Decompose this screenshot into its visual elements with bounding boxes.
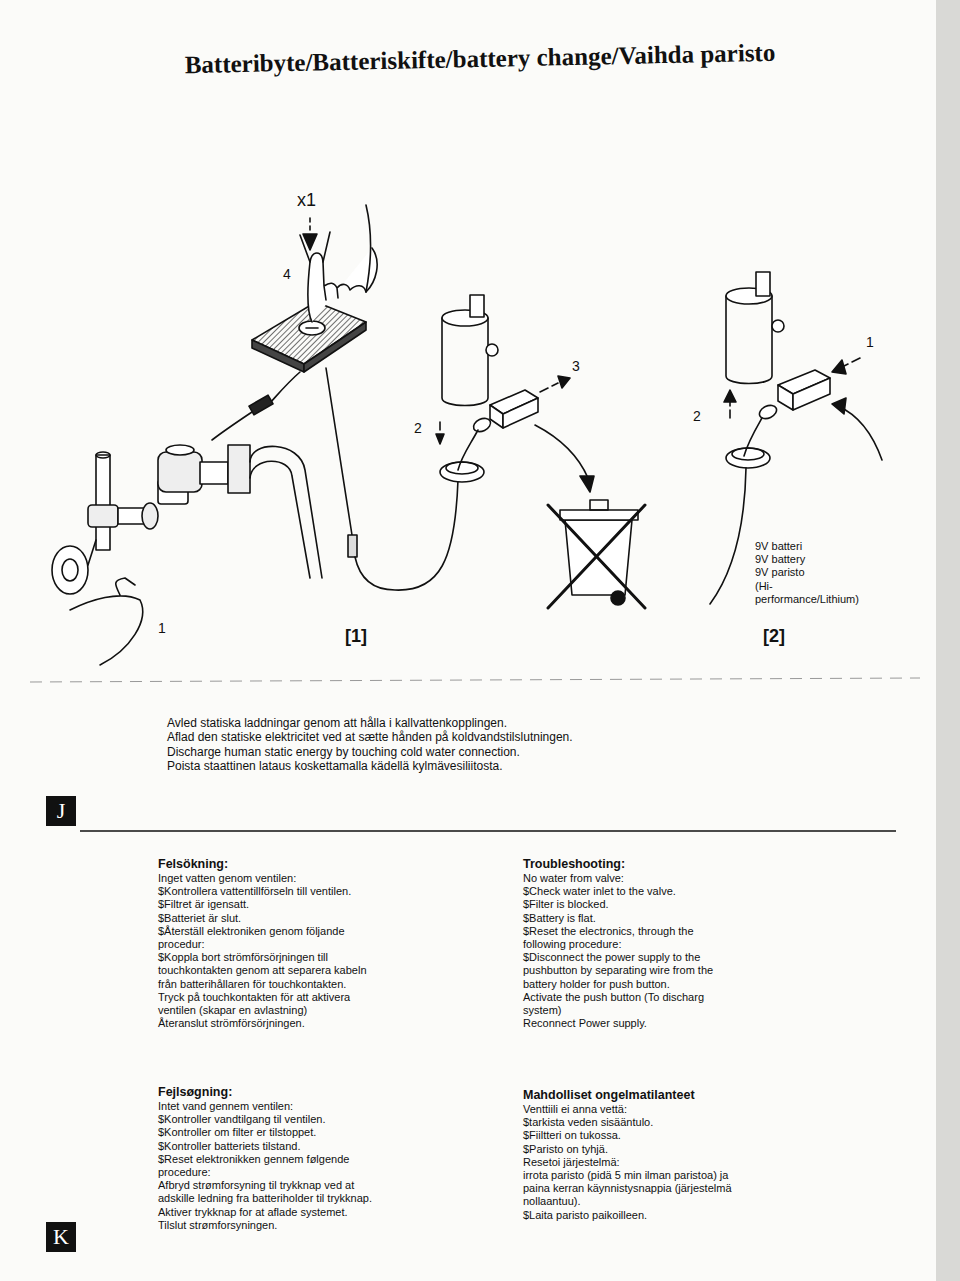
- troubleshooting-text: $Kontroller vandtilgang til ventilen.: [158, 1113, 373, 1126]
- troubleshooting-text: $Reset the electronics, through the foll…: [523, 925, 738, 951]
- troubleshooting-text: irrota paristo (pidä 5 min ilman paristo…: [523, 1169, 738, 1209]
- section-heading: Felsökning:: [158, 857, 373, 872]
- troubleshooting-text: Intet vand gennem ventilen:: [158, 1100, 373, 1113]
- troubleshooting-text: Resetoi järjestelmä:: [523, 1156, 738, 1169]
- troubleshooting-text: Reconnect Power supply.: [523, 1017, 738, 1030]
- section-marker: K: [46, 1222, 76, 1252]
- section-marker: J: [46, 796, 76, 826]
- discharge-note: Poista staattinen lataus koskettamalla k…: [167, 759, 787, 773]
- discharge-note: Aflad den statiske elektricitet ved at s…: [167, 730, 787, 744]
- troubleshooting-text: $Paristo on tyhjä.: [523, 1143, 738, 1156]
- troubleshooting-text: $Koppla bort strömförsörjningen till tou…: [158, 951, 373, 991]
- troubleshooting-text: $Återställ elektroniken genom följande p…: [158, 925, 373, 951]
- troubleshooting-text: No water from valve:: [523, 872, 738, 885]
- callout-number: 2: [414, 420, 422, 437]
- paper: [0, 0, 936, 1281]
- troubleshooting-text: $Filtret är igensatt.: [158, 898, 373, 911]
- troubleshooting-text: Tryck på touchkontakten för att aktivera…: [158, 991, 373, 1017]
- callout-number: 2: [693, 408, 701, 425]
- discharge-note: Avled statiska laddningar genom att håll…: [167, 716, 787, 730]
- troubleshooting-text: $tarkista veden sisääntulo.: [523, 1116, 738, 1129]
- battery-note: 9V battery: [755, 553, 873, 566]
- troubleshooting-text: $Batteriet är slut.: [158, 912, 373, 925]
- callout-number: 1: [866, 334, 874, 351]
- troubleshooting-text: Återanslut strömförsörjningen.: [158, 1017, 373, 1030]
- section-heading: Mahdolliset ongelmatilanteet: [523, 1088, 738, 1103]
- battery-note: (Hi-performance/Lithium): [755, 580, 873, 606]
- troubleshooting-text: Tilslut strømforsyningen.: [158, 1219, 373, 1232]
- troubleshooting-text: Inget vatten genom ventilen:: [158, 872, 373, 885]
- troubleshooting-text: Aktiver trykknap for at aflade systemet.: [158, 1206, 373, 1219]
- troubleshooting-text: $Kontrollera vattentillförseln till vent…: [158, 885, 373, 898]
- troubleshooting-text: $Kontroller batteriets tilstand.: [158, 1140, 373, 1153]
- troubleshooting-text: Activate the push button (To discharg sy…: [523, 991, 738, 1017]
- troubleshooting-text: $Check water inlet to the valve.: [523, 885, 738, 898]
- section-letter: J: [57, 798, 66, 824]
- section-heading: Fejlsøgning:: [158, 1085, 373, 1100]
- discharge-note: Discharge human static energy by touchin…: [167, 745, 787, 759]
- troubleshooting-text: $Reset elektronikken gennem følgende pro…: [158, 1153, 373, 1179]
- press-count: x1: [297, 190, 316, 212]
- troubleshooting-text: $Kontroller om filter er tilstoppet.: [158, 1126, 373, 1139]
- troubleshooting-text: $Disconnect the power supply to the push…: [523, 951, 738, 991]
- troubleshooting-text: $Battery is flat.: [523, 912, 738, 925]
- troubleshooting-text: $Filter is blocked.: [523, 898, 738, 911]
- troubleshooting-text: $Fiiltteri on tukossa.: [523, 1129, 738, 1142]
- troubleshooting-text: Afbryd strømforsyning til trykknap ved a…: [158, 1179, 373, 1205]
- callout-number: 1: [158, 620, 166, 637]
- troubleshooting-text: Venttiili ei anna vettä:: [523, 1103, 738, 1116]
- callout-number: 4: [283, 266, 291, 283]
- troubleshooting-text: $Laita paristo paikoilleen.: [523, 1209, 738, 1222]
- section-letter: K: [53, 1224, 69, 1250]
- battery-note: 9V batteri: [755, 540, 873, 553]
- figure-number: [2]: [763, 626, 785, 648]
- callout-number: 3: [572, 358, 580, 375]
- section-heading: Troubleshooting:: [523, 857, 738, 872]
- figure-number: [1]: [345, 626, 367, 648]
- battery-note: 9V paristo: [755, 566, 873, 579]
